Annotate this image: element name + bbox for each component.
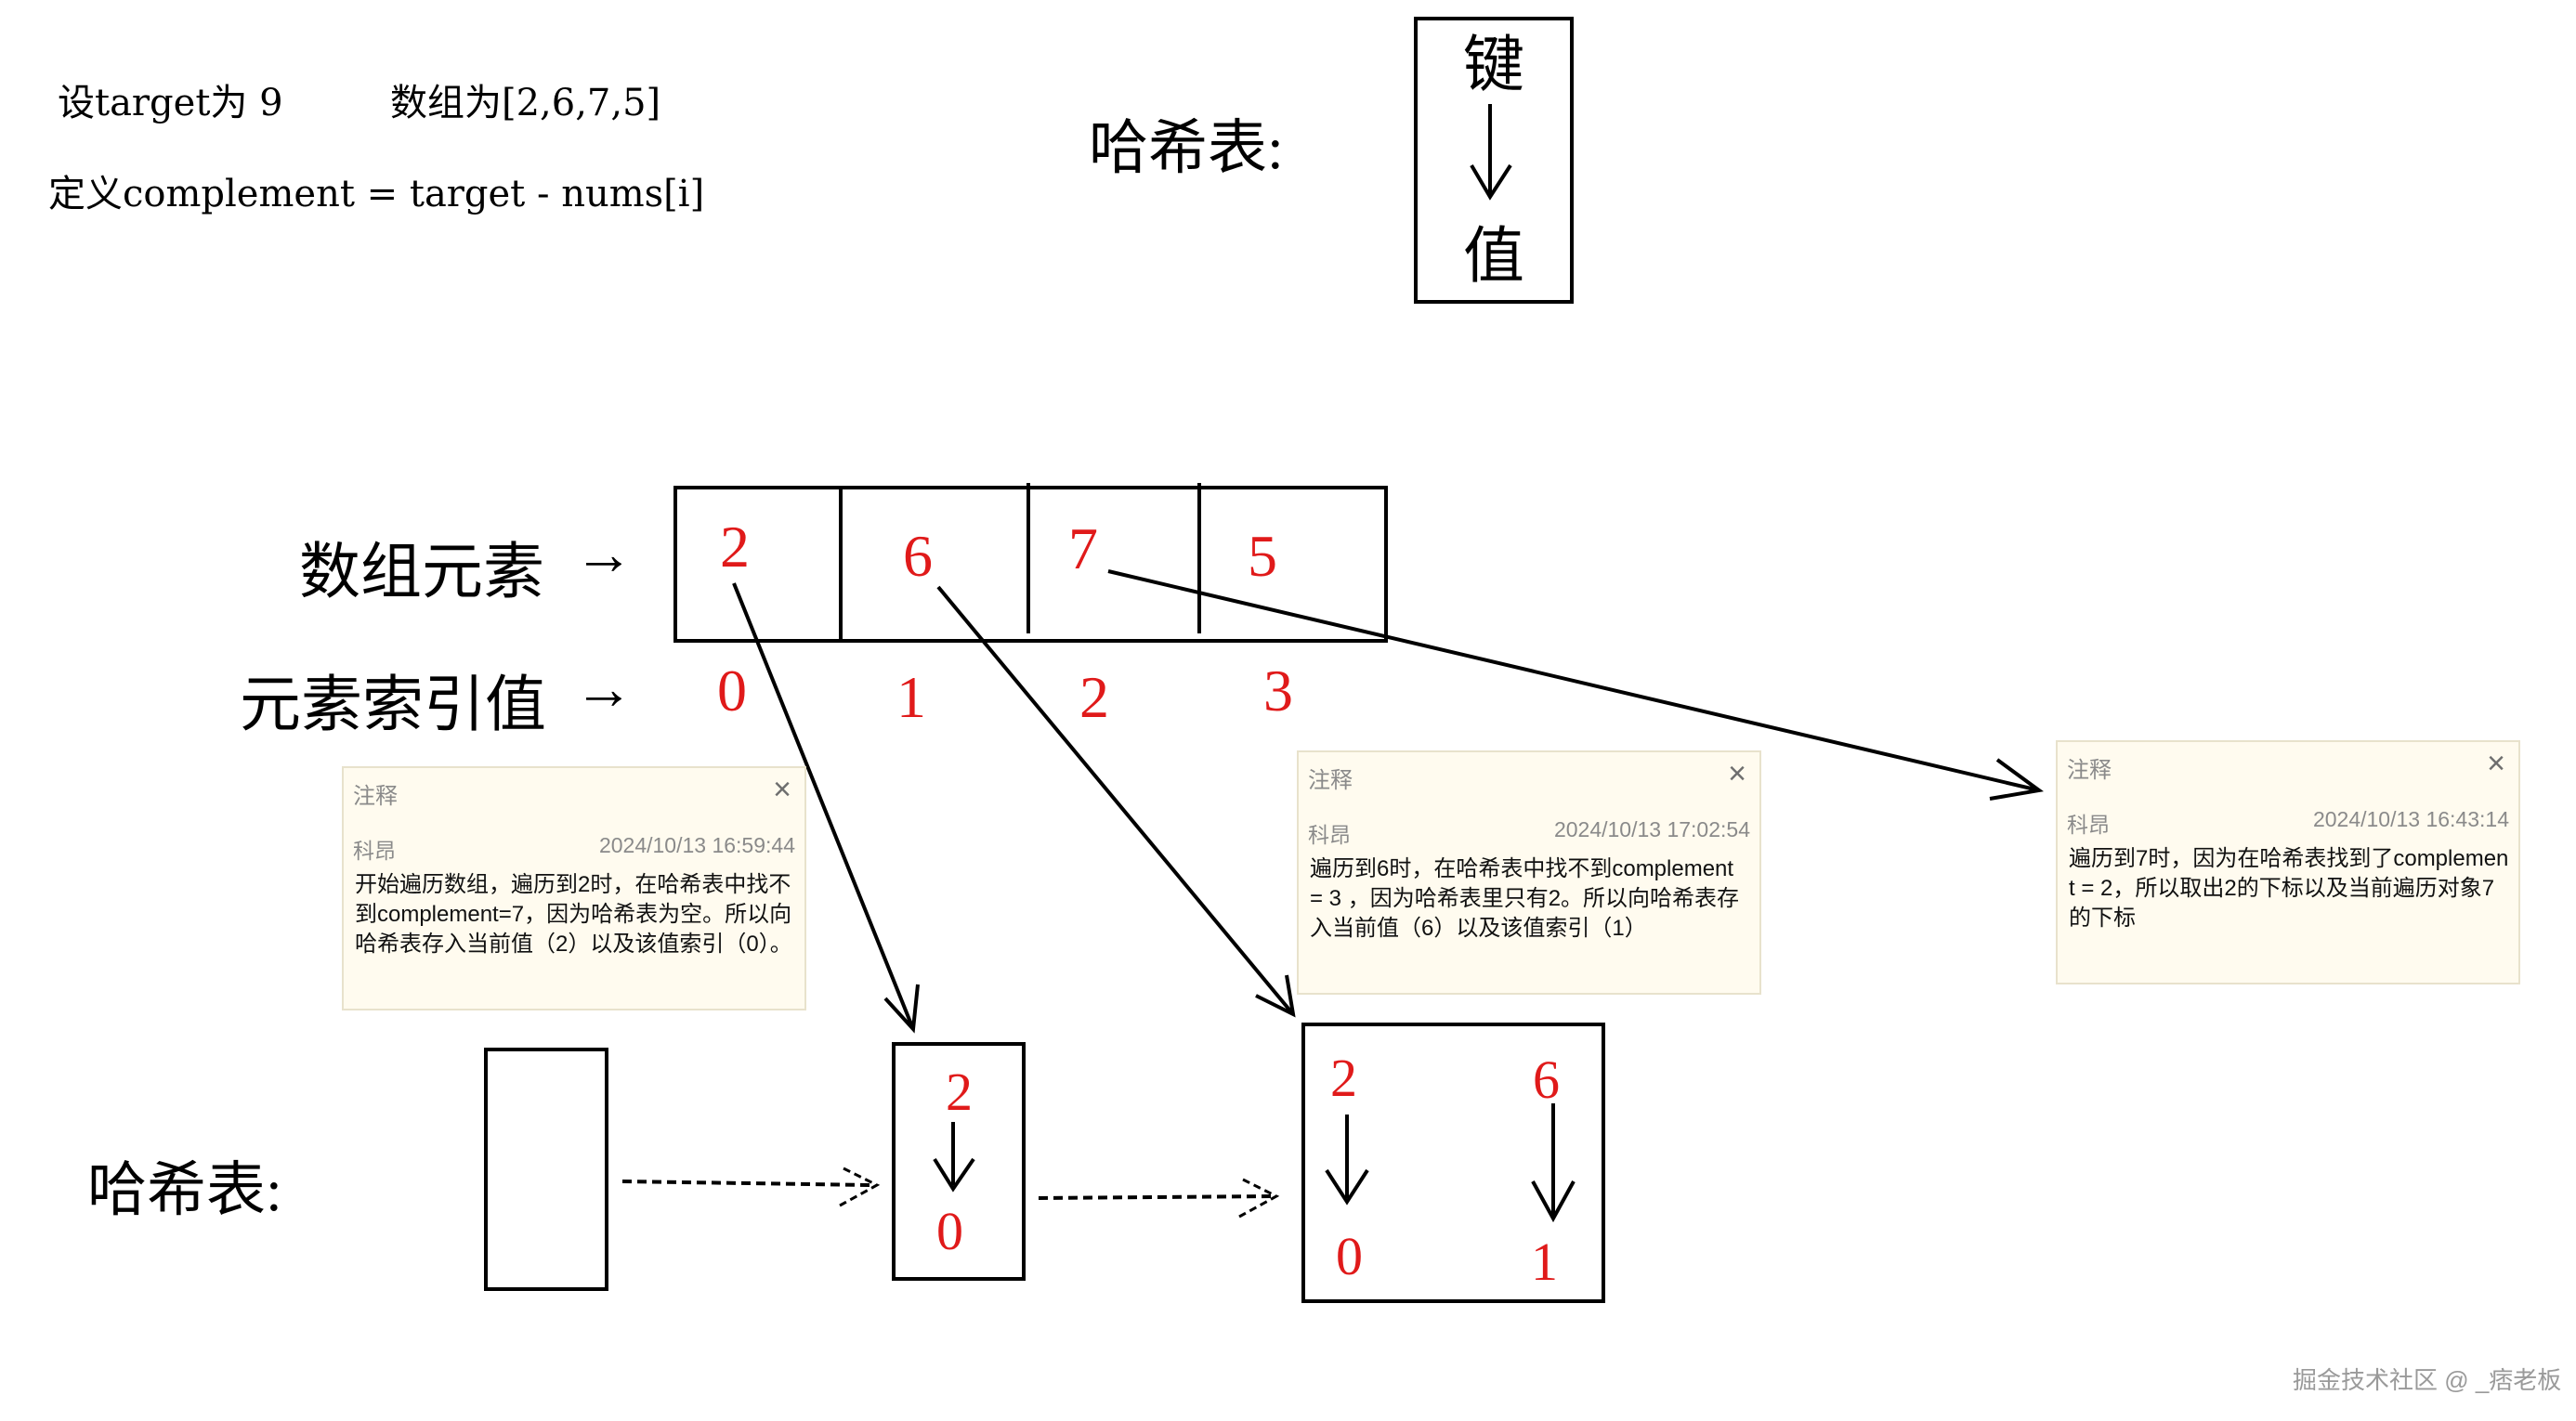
comment-note-3: 注释 × 科昂 2024/10/13 16:43:14 遍历到7时，因为在哈希表… bbox=[2056, 740, 2520, 984]
note-timestamp: 2024/10/13 16:43:14 bbox=[2312, 807, 2509, 831]
array-index-0: 0 bbox=[717, 658, 747, 724]
step2-down-arrow-0 bbox=[1325, 1115, 1369, 1206]
note-author: 科昂 bbox=[353, 839, 396, 863]
watermark: 掘金技术社区 @ _痞老板 bbox=[2293, 1366, 2562, 1394]
note-body: 遍历到6时，在哈希表中找不到complement = 3 ，因为哈希表里只有2。… bbox=[1310, 856, 1740, 941]
legend-title: 哈希表: bbox=[1089, 115, 1284, 181]
note-header: 注释 bbox=[353, 784, 398, 809]
arrow-element0-to-step1 bbox=[732, 582, 920, 1034]
step1-down-arrow bbox=[933, 1122, 975, 1193]
array-box bbox=[673, 486, 1388, 643]
hashmap-empty bbox=[484, 1048, 608, 1291]
complement-definition: 定义complement = target - nums[i] bbox=[48, 173, 705, 215]
legend-value: 值 bbox=[1463, 223, 1524, 291]
step2-down-arrow-1 bbox=[1531, 1103, 1576, 1223]
close-icon[interactable]: × bbox=[1728, 756, 1746, 791]
hashmap-step1 bbox=[892, 1042, 1026, 1281]
legend-down-arrow bbox=[1470, 104, 1512, 201]
array-elements-label: 数组元素 bbox=[299, 539, 544, 606]
array-index-2: 2 bbox=[1079, 664, 1109, 730]
step1-key: 2 bbox=[946, 1062, 973, 1122]
array-element-0: 2 bbox=[720, 514, 750, 580]
legend-key: 键 bbox=[1463, 32, 1524, 99]
array-definition: 数组为[2,6,7,5] bbox=[390, 82, 661, 124]
array-element-1: 6 bbox=[903, 523, 933, 589]
arrow-element2-to-note3 bbox=[1107, 569, 2044, 801]
note-timestamp: 2024/10/13 16:59:44 bbox=[598, 833, 795, 857]
array-index-arrow: → bbox=[574, 656, 634, 722]
step1-value: 0 bbox=[936, 1201, 963, 1261]
legend-box bbox=[1414, 17, 1574, 304]
hashmap-label: 哈希表: bbox=[87, 1157, 282, 1223]
dashed-arrow-1 bbox=[621, 1180, 872, 1187]
hashmap-step2 bbox=[1301, 1023, 1605, 1303]
note-header: 注释 bbox=[2067, 758, 2112, 783]
array-index-label: 元素索引值 bbox=[240, 671, 546, 739]
step2-key-0: 2 bbox=[1330, 1048, 1357, 1108]
close-icon[interactable]: × bbox=[773, 772, 791, 807]
note-body: 开始遍历数组，遍历到2时，在哈希表中找不到complement=7，因为哈希表为… bbox=[355, 872, 792, 957]
comment-note-2: 注释 × 科昂 2024/10/13 17:02:54 遍历到6时，在哈希表中找… bbox=[1297, 750, 1761, 995]
array-element-2: 7 bbox=[1068, 515, 1098, 581]
dashed-arrow-1-head bbox=[839, 1167, 881, 1207]
array-index-1: 1 bbox=[896, 664, 926, 730]
array-index-3: 3 bbox=[1263, 658, 1293, 724]
step2-value-0: 0 bbox=[1336, 1226, 1363, 1286]
step2-value-1: 1 bbox=[1531, 1232, 1558, 1292]
note-author: 科昂 bbox=[2067, 813, 2110, 837]
arrow-element1-to-step2 bbox=[936, 585, 1296, 1018]
array-elements-arrow: → bbox=[574, 521, 634, 587]
comment-note-1: 注释 × 科昂 2024/10/13 16:59:44 开始遍历数组，遍历到2时… bbox=[342, 766, 806, 1010]
array-element-3: 5 bbox=[1248, 523, 1277, 589]
note-header: 注释 bbox=[1308, 768, 1353, 793]
note-body: 遍历到7时，因为在哈希表找到了complement = 2，所以取出2的下标以及… bbox=[2069, 846, 2509, 931]
dashed-arrow-2 bbox=[1038, 1194, 1272, 1200]
dashed-arrow-2-head bbox=[1238, 1178, 1280, 1219]
note-timestamp: 2024/10/13 17:02:54 bbox=[1553, 817, 1750, 841]
step2-key-1: 6 bbox=[1533, 1049, 1560, 1110]
note-author: 科昂 bbox=[1308, 823, 1351, 847]
target-definition: 设target为 9 bbox=[58, 82, 283, 124]
close-icon[interactable]: × bbox=[2487, 746, 2505, 781]
